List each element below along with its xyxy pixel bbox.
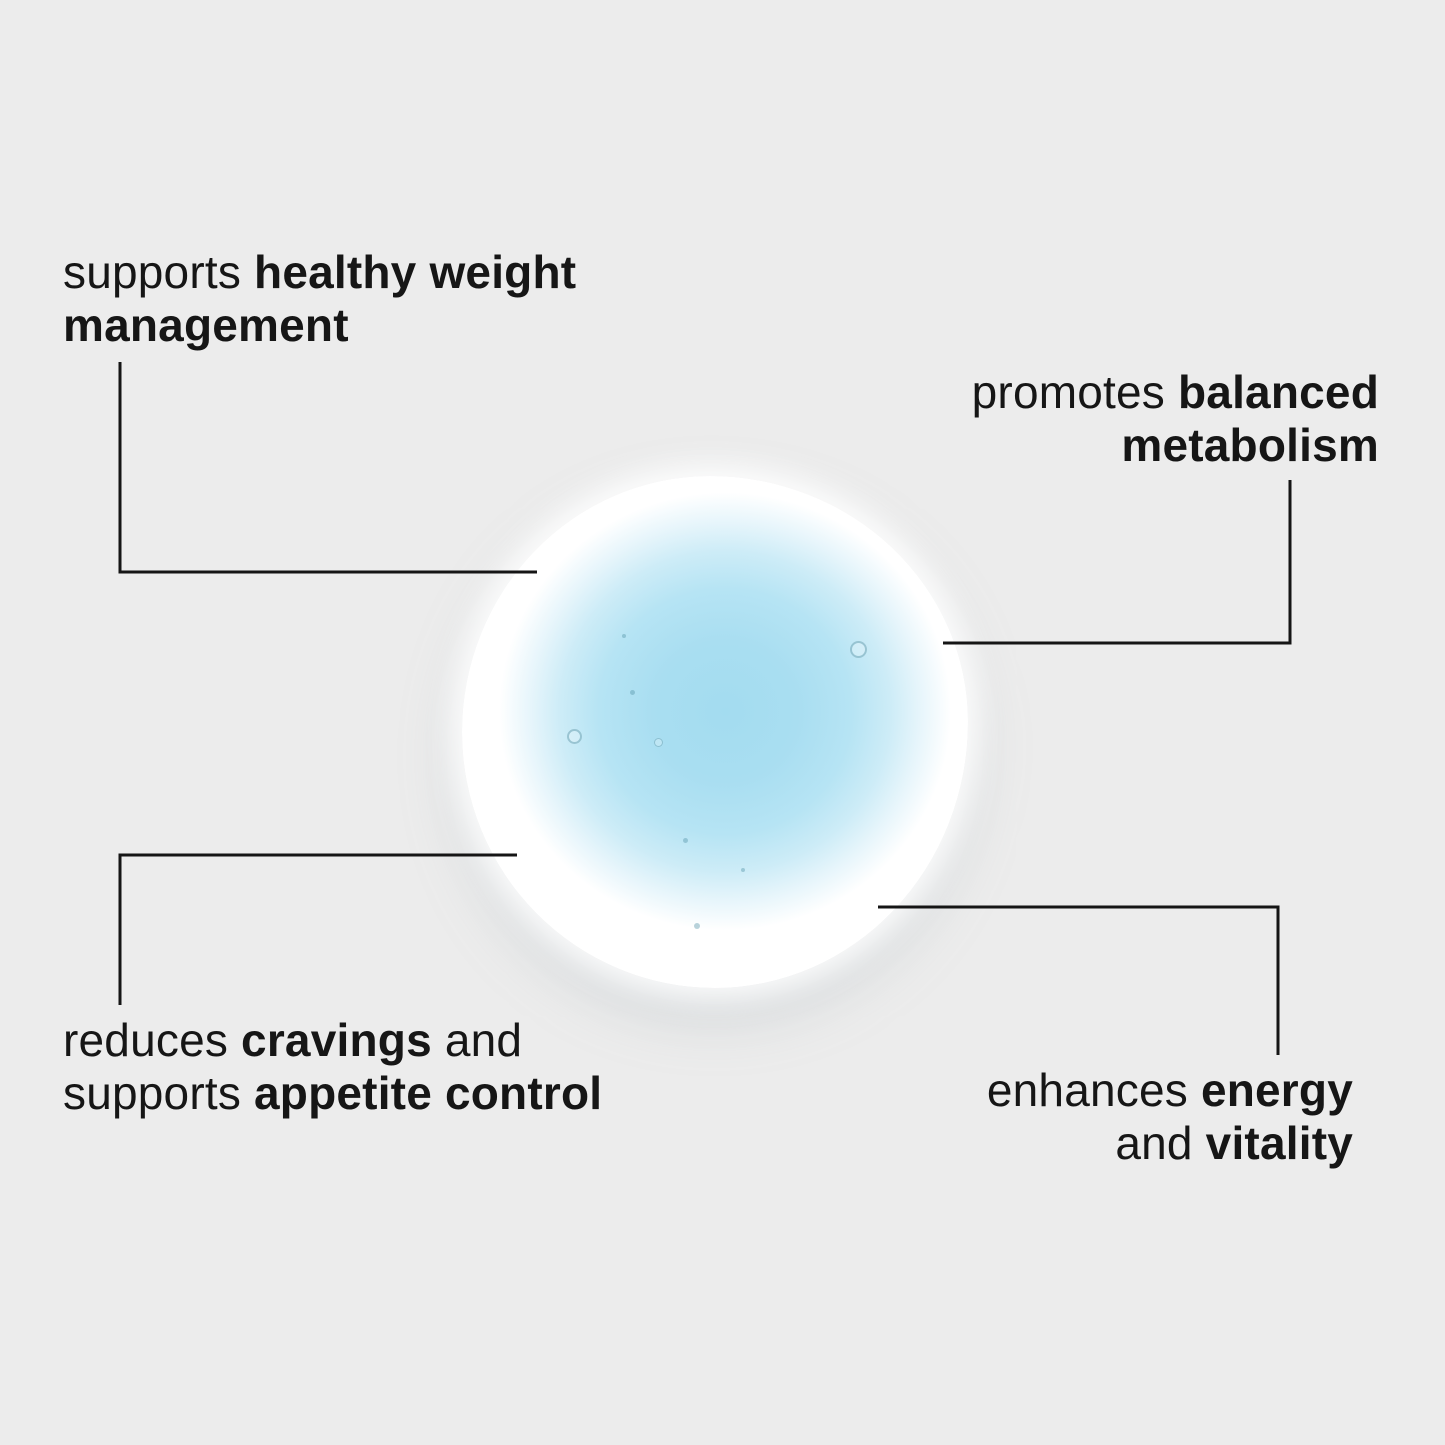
bubble-icon [741,868,745,872]
connector-bottom-right [878,905,1280,1055]
connector-top-right [943,480,1292,645]
callout-text-bold: healthy weight [254,246,577,298]
callout-text-bold: balanced [1177,366,1379,418]
bubble-icon [622,634,626,638]
callout-text-bold: appetite control [254,1067,603,1120]
callout-text: supports [63,1067,242,1120]
bubble-icon [654,738,663,747]
callout-appetite-control: reduces cravings and supports appetite c… [63,1014,602,1121]
bubble-icon [850,641,867,658]
callout-text: and [1115,1117,1193,1170]
bubble-icon [567,729,582,744]
callout-text: promotes [971,366,1165,418]
bubble-icon [683,838,688,843]
callout-text: supports [63,246,242,298]
callout-balanced-metabolism: promotes balanced metabolism [972,366,1379,473]
callout-text-bold: metabolism [1121,419,1379,472]
callout-text: reduces [63,1014,229,1066]
connector-bottom-left [118,853,517,1005]
bubble-icon [694,923,700,929]
callout-text-bold: vitality [1205,1117,1353,1170]
callout-energy-vitality: enhances energy and vitality [987,1064,1353,1171]
callout-text: and [444,1014,523,1066]
callout-text: enhances [986,1064,1188,1116]
callout-text-bold: management [63,299,349,352]
callout-text-bold: energy [1200,1064,1353,1116]
connector-top-left [118,362,537,574]
liquid-droplet [462,476,968,988]
callout-healthy-weight: supports healthy weight management [63,246,576,353]
bubble-icon [630,690,635,695]
callout-text-bold: cravings [241,1014,432,1066]
